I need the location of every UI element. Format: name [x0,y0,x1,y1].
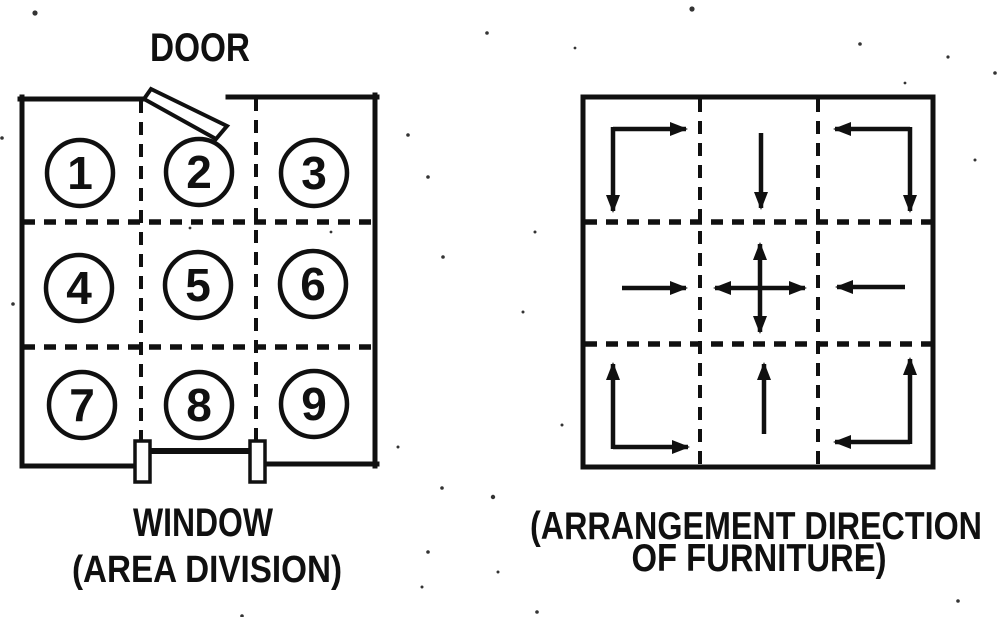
window-jamb-right [248,439,267,484]
area-number-1: 1 [67,147,93,199]
area-number-8: 8 [186,379,212,431]
area-number-6: 6 [300,258,326,310]
direction-grid-dashed-lines [585,99,931,465]
area-number-4: 4 [66,262,92,314]
area-division-caption: (AREA DIVISION) [72,549,342,591]
furniture-direction-diagram: (ARRANGEMENT DIRECTION OF FURNITURE) [530,94,982,580]
window-label: WINDOW [133,501,273,545]
area-division-diagram: DOOR [17,26,380,591]
window-symbol [133,439,267,484]
area-circle-1 [44,137,116,209]
arrow-cell-bottom-right [833,357,917,449]
area-number-7: 7 [69,379,95,431]
area-circle-7 [46,369,118,441]
door-leaf [141,86,231,142]
area-number-3: 3 [301,147,327,199]
room-outline-left [17,92,380,469]
arrow-cell-top-right [833,122,917,213]
arrow-cell-bottom-left [606,362,690,454]
arrangement-caption-line2: OF FURNITURE) [632,537,887,580]
area-circle-4 [43,252,115,324]
area-circle-3 [278,137,350,209]
scan-noise-specks [0,6,997,617]
window-jamb-left [133,439,152,484]
direction-arrows [606,122,917,454]
arrow-cell-top-left [606,122,688,213]
area-grid-dashed-lines [23,98,374,443]
door-label: DOOR [150,26,250,70]
arrangement-caption-line1: (ARRANGEMENT DIRECTION [530,505,982,548]
area-circle-9 [278,368,350,440]
arrow-cell-center-cross [713,242,807,334]
area-numbers: 1 2 3 4 5 6 7 8 9 [66,146,327,431]
area-circles [43,136,350,441]
area-number-9: 9 [301,378,327,430]
area-number-5: 5 [185,259,211,311]
area-circle-2 [163,136,235,208]
area-circle-5 [162,249,234,321]
room-outline-right [580,94,936,470]
area-circle-6 [277,248,349,320]
area-circle-8 [163,369,235,441]
area-number-2: 2 [186,146,212,198]
